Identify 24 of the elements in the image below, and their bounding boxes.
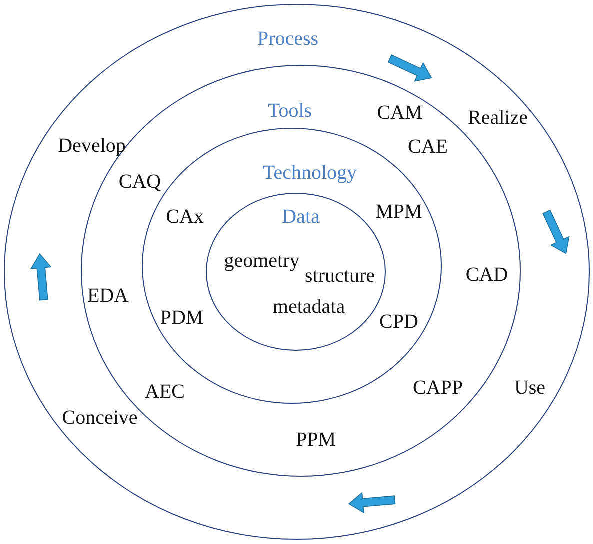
term-label: PPM xyxy=(296,429,336,451)
term-label: EDA xyxy=(87,285,129,307)
term-label: CAE xyxy=(408,136,448,158)
term-label: Realize xyxy=(468,107,528,129)
term-label: CAPP xyxy=(412,377,464,399)
ring-title: Process xyxy=(257,28,319,50)
term-label: CAD xyxy=(466,264,508,286)
term-label: CAQ xyxy=(118,171,162,193)
term-label: Develop xyxy=(58,135,126,157)
term-label: CAx xyxy=(166,206,204,228)
term-label: metadata xyxy=(272,296,346,318)
term-label: structure xyxy=(305,265,375,287)
ring-title: Data xyxy=(282,206,320,228)
term-label: AEC xyxy=(145,381,185,403)
ring-title: Tools xyxy=(268,100,312,122)
term-label: geometry xyxy=(224,250,300,272)
term-label: CAM xyxy=(377,102,423,124)
term-label: MPM xyxy=(376,201,422,223)
term-label: CPD xyxy=(380,311,418,333)
ring xyxy=(4,4,590,540)
ring-title: Technology xyxy=(262,162,358,184)
term-label: PDM xyxy=(160,307,204,329)
term-label: Use xyxy=(514,377,546,399)
term-label: Conceive xyxy=(62,407,138,429)
